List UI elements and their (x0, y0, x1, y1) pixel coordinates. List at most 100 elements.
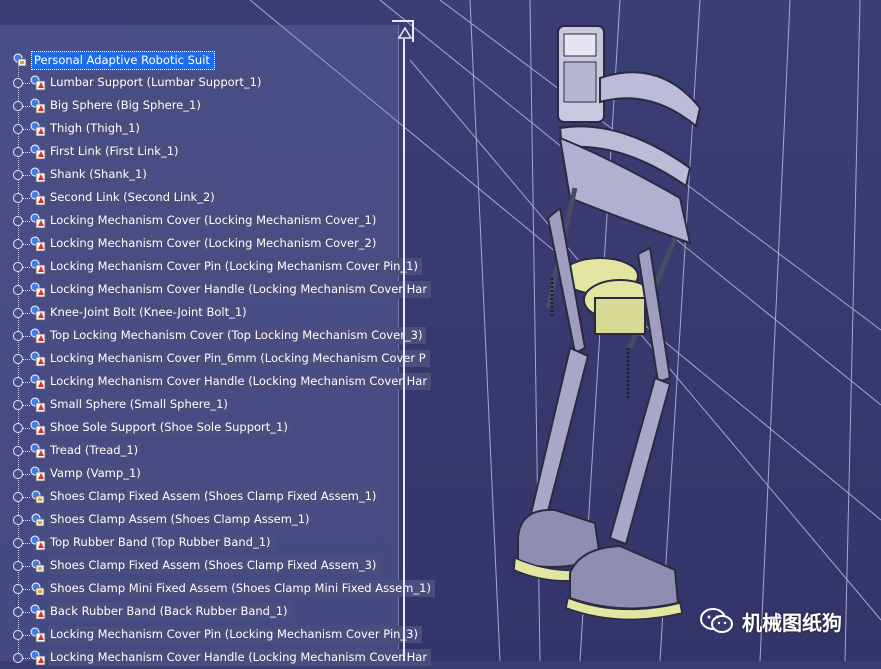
tree-node[interactable]: Big Sphere (Big Sphere_1) (0, 95, 420, 117)
tree-node[interactable]: Locking Mechanism Cover Pin (Locking Mec… (0, 624, 422, 646)
part-icon (30, 213, 46, 229)
tree-scrollbar[interactable] (397, 25, 414, 661)
part-icon (30, 282, 46, 298)
tree-node-label[interactable]: Locking Mechanism Cover Pin (Locking Mec… (48, 626, 422, 643)
part-icon (30, 650, 46, 666)
tree-node[interactable]: Back Rubber Band (Back Rubber Band_1) (0, 601, 420, 623)
panel-corner-bracket (392, 20, 414, 42)
tree-node[interactable]: Locking Mechanism Cover Handle (Locking … (0, 279, 432, 301)
watermark: 机械图纸狗 (700, 603, 842, 639)
tree-node[interactable]: Vamp (Vamp_1) (0, 463, 420, 485)
product-icon (31, 582, 45, 596)
tree-node-label[interactable]: Small Sphere (Small Sphere_1) (48, 396, 232, 413)
tree-node-label[interactable]: Thigh (Thigh_1) (48, 120, 144, 137)
tree-node-label[interactable]: Shoes Clamp Assem (Shoes Clamp Assem_1) (48, 511, 314, 528)
tree-node[interactable]: Top Locking Mechanism Cover (Top Locking… (0, 325, 427, 347)
tree-node[interactable]: Small Sphere (Small Sphere_1) (0, 394, 420, 416)
tree-node[interactable]: Second Link (Second Link_2) (0, 187, 420, 209)
tree-connector (22, 612, 30, 613)
tree-node[interactable]: Lumbar Support (Lumbar Support_1) (0, 72, 420, 94)
tree-node[interactable]: Shoes Clamp Fixed Assem (Shoes Clamp Fix… (0, 486, 420, 508)
tree-node[interactable]: Locking Mechanism Cover Handle (Locking … (0, 647, 432, 669)
tree-connector (22, 382, 30, 383)
tree-node-label[interactable]: Locking Mechanism Cover Pin (Locking Mec… (48, 258, 422, 275)
tree-node[interactable]: First Link (First Link_1) (0, 141, 420, 163)
part-icon (30, 420, 46, 436)
tree-node-label[interactable]: Locking Mechanism Cover (Locking Mechani… (48, 212, 381, 229)
tree-connector (22, 359, 30, 360)
tree-connector (22, 175, 30, 176)
tree-node-label[interactable]: Locking Mechanism Cover Handle (Locking … (48, 649, 432, 666)
tree-connector (22, 428, 30, 429)
tree-node[interactable]: Shoes Clamp Assem (Shoes Clamp Assem_1) (0, 509, 420, 531)
part-icon (30, 443, 46, 459)
tree-connector (22, 83, 30, 84)
tree-node-label[interactable]: Top Locking Mechanism Cover (Top Locking… (48, 327, 427, 344)
tree-connector (22, 336, 30, 337)
tree-node[interactable]: Thigh (Thigh_1) (0, 118, 420, 140)
watermark-text: 机械图纸狗 (742, 610, 842, 635)
part-icon (30, 98, 46, 114)
tree-node-label[interactable]: Locking Mechanism Cover Handle (Locking … (48, 373, 432, 390)
tree-node-label[interactable]: Second Link (Second Link_2) (48, 189, 219, 206)
tree-node-label[interactable]: Shoes Clamp Mini Fixed Assem (Shoes Clam… (48, 580, 435, 597)
tree-node[interactable]: Locking Mechanism Cover (Locking Mechani… (0, 210, 420, 232)
tree-node-label[interactable]: Back Rubber Band (Back Rubber Band_1) (48, 603, 292, 620)
part-icon (30, 144, 46, 160)
tree-connector (22, 152, 30, 153)
tree-node-label[interactable]: Vamp (Vamp_1) (48, 465, 145, 482)
tree-node[interactable]: Shank (Shank_1) (0, 164, 420, 186)
tree-node[interactable]: Knee-Joint Bolt (Knee-Joint Bolt_1) (0, 302, 420, 324)
tree-node-label[interactable]: Locking Mechanism Cover Pin_6mm (Locking… (48, 350, 430, 367)
part-icon (30, 259, 46, 275)
tree-node-label[interactable]: Locking Mechanism Cover Handle (Locking … (48, 281, 432, 298)
tree-node[interactable]: Locking Mechanism Cover Handle (Locking … (0, 371, 432, 393)
tree-connector (22, 221, 30, 222)
tree-connector (22, 290, 30, 291)
tree-node[interactable]: Shoes Clamp Mini Fixed Assem (Shoes Clam… (0, 578, 435, 600)
tree-node[interactable]: Locking Mechanism Cover Pin_6mm (Locking… (0, 348, 430, 370)
part-icon (30, 466, 46, 482)
tree-node[interactable]: Top Rubber Band (Top Rubber Band_1) (0, 532, 420, 554)
part-icon (30, 374, 46, 390)
tree-node-label[interactable]: Shoes Clamp Fixed Assem (Shoes Clamp Fix… (48, 488, 381, 505)
tree-connector (22, 520, 30, 521)
part-icon (30, 351, 46, 367)
product-icon (31, 559, 45, 573)
tree-node-label[interactable]: Shoes Clamp Fixed Assem (Shoes Clamp Fix… (48, 557, 381, 574)
part-icon (30, 604, 46, 620)
tree-node-label[interactable]: Knee-Joint Bolt (Knee-Joint Bolt_1) (48, 304, 251, 321)
tree-node-label[interactable]: Big Sphere (Big Sphere_1) (48, 97, 205, 114)
tree-node[interactable]: Locking Mechanism Cover (Locking Mechani… (0, 233, 420, 255)
tree-node-label[interactable]: Shank (Shank_1) (48, 166, 151, 183)
tree-node-label[interactable]: Top Rubber Band (Top Rubber Band_1) (48, 534, 275, 551)
tree-node-label[interactable]: Shoe Sole Support (Shoe Sole Support_1) (48, 419, 292, 436)
tree-node[interactable]: Tread (Tread_1) (0, 440, 420, 462)
tree-node-label[interactable]: Lumbar Support (Lumbar Support_1) (48, 74, 266, 91)
tree-connector (22, 106, 30, 107)
tree-node-label[interactable]: First Link (First Link_1) (48, 143, 183, 160)
scrollbar-track[interactable] (403, 39, 405, 661)
exoskeleton-model[interactable] (500, 18, 702, 621)
part-icon (30, 535, 46, 551)
part-icon (30, 627, 46, 643)
tree-node-label[interactable]: Locking Mechanism Cover (Locking Mechani… (48, 235, 381, 252)
tree-connector (22, 198, 30, 199)
tree-node[interactable]: Locking Mechanism Cover Pin (Locking Mec… (0, 256, 422, 278)
tree-node-label[interactable]: Tread (Tread_1) (48, 442, 143, 459)
scroll-up-arrow-icon[interactable] (397, 26, 413, 39)
tree-root-node[interactable]: Personal Adaptive Robotic Suit (0, 49, 420, 71)
part-icon (30, 167, 46, 183)
part-icon (30, 236, 46, 252)
tree-node[interactable]: Shoes Clamp Fixed Assem (Shoes Clamp Fix… (0, 555, 420, 577)
wechat-icon (700, 608, 733, 633)
tree-connector (22, 474, 30, 475)
tree-connector (22, 313, 30, 314)
tree-node[interactable]: Shoe Sole Support (Shoe Sole Support_1) (0, 417, 420, 439)
part-icon (30, 328, 46, 344)
tree-root-label[interactable]: Personal Adaptive Robotic Suit (31, 51, 215, 70)
product-icon (13, 53, 27, 67)
tree-connector (22, 635, 30, 636)
tree-connector (22, 658, 30, 659)
